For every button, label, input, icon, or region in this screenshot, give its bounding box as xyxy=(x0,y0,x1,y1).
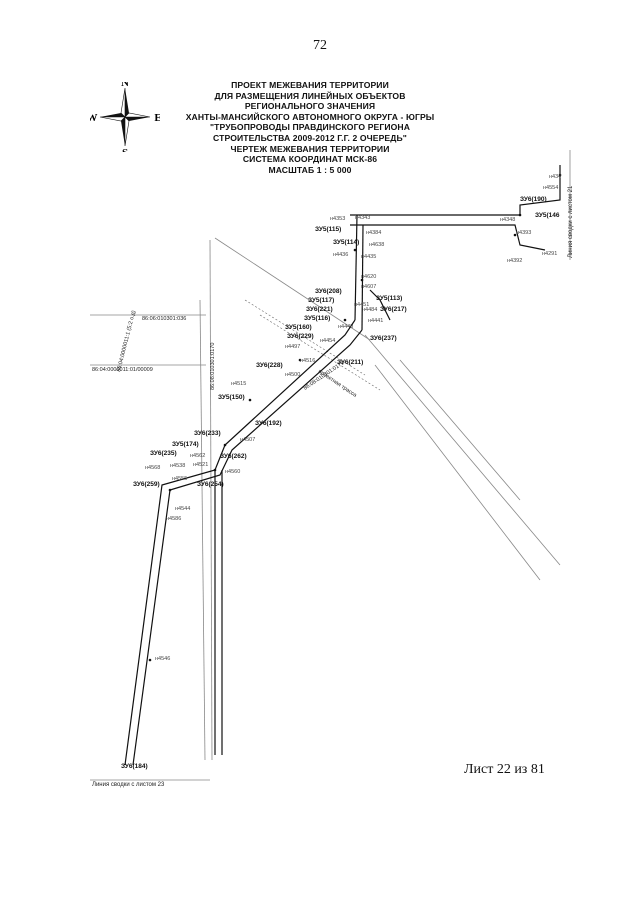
map-boundary-line xyxy=(214,237,371,341)
parcel-label: ЗУ5(114) xyxy=(333,239,359,246)
parcel-label: ЗУ6(211) xyxy=(337,359,363,366)
pipeline-corridor xyxy=(361,224,364,331)
point-label: н4500 xyxy=(285,372,300,378)
parcel-label: ЗУ5(113) xyxy=(376,295,402,302)
point-label: н4516 xyxy=(300,358,315,364)
parcel-label: ЗУ6(237) xyxy=(370,335,397,342)
point-label: н4544 xyxy=(175,506,190,512)
point-label: н4546 xyxy=(155,656,170,662)
parcel-label: ЗУ6(254) xyxy=(197,481,224,488)
point-label: н4497 xyxy=(285,344,300,350)
parcel-label: ЗУ6(228) xyxy=(256,362,283,369)
title-line: ЧЕРТЕЖ МЕЖЕВАНИЯ ТЕРРИТОРИИ xyxy=(230,143,390,154)
page-number: 72 xyxy=(313,38,327,53)
point-label: н4638 xyxy=(369,242,384,248)
title-line: ДЛЯ РАЗМЕЩЕНИЯ ЛИНЕЙНЫХ ОБЪЕКТОВ xyxy=(214,90,406,101)
point-label: н4291 xyxy=(542,251,557,257)
parcel-label: ЗУ6(221) xyxy=(306,306,333,313)
parcel-label: ЗУ5(174) xyxy=(172,441,199,448)
parcel-label: ЗУ6(190) xyxy=(520,196,547,203)
cadastral-label: проектная трасса xyxy=(317,369,358,400)
map-dashed-line xyxy=(244,299,366,376)
parcel-label: ЗУ6(235) xyxy=(150,450,177,457)
point-label: н4554 xyxy=(543,185,558,191)
parcel-label: ЗУ6(192) xyxy=(255,420,282,427)
compass-w-label: W xyxy=(90,112,98,124)
point-label: н4560 xyxy=(225,469,240,475)
compass-e-label: E xyxy=(154,112,160,124)
point-label: н4343 xyxy=(355,215,370,221)
pipeline-corridor xyxy=(124,319,356,766)
pipeline-corridor xyxy=(350,165,561,216)
point-label: н4451 xyxy=(354,302,369,308)
point-label: н4441 xyxy=(368,318,383,324)
compass-n-label: N xyxy=(121,82,129,89)
title-line: СТРОИТЕЛЬСТВА 2009-2012 Г.Г. 2 ОЧЕРЕДЬ" xyxy=(213,132,407,143)
pipeline-corridor xyxy=(354,214,358,321)
point-label: н4435 xyxy=(361,254,376,260)
title-line: РЕГИОНАЛЬНОГО ЗНАЧЕНИЯ xyxy=(244,101,376,112)
map-boundary-line xyxy=(209,239,213,761)
map-boundary-line xyxy=(374,364,541,581)
point-label: н4562 xyxy=(190,453,205,459)
point-label: н4515 xyxy=(231,381,246,387)
parcel-label: ЗУ6(259) xyxy=(133,481,160,488)
parcel-label: ЗУ6(217) xyxy=(380,306,407,313)
point-label: н434 xyxy=(549,174,561,180)
title-line: СИСТЕМА КООРДИНАТ МСК-86 xyxy=(242,154,378,165)
compass-rose-icon: N S W E xyxy=(90,82,160,152)
title-line: ПРОЕКТ МЕЖЕВАНИЯ ТЕРРИТОРИИ xyxy=(231,80,389,90)
map-boundary-line xyxy=(399,359,521,501)
pipeline-corridor xyxy=(350,224,546,251)
parcel-label: ЗУ6(233) xyxy=(194,430,221,437)
title-line: "ТРУБОПРОВОДЫ ПРАВДИНСКОГО РЕГИОНА xyxy=(209,122,411,133)
parcel-label: ЗУ5(146 xyxy=(535,212,560,219)
point-label: н4384 xyxy=(366,230,381,236)
point-label: н4392 xyxy=(507,258,522,264)
parcel-label: ЗУ6(229) xyxy=(287,333,314,340)
parcel-label: ЗУ5(116) xyxy=(304,315,330,322)
pipeline-corridor xyxy=(132,329,363,766)
sheet-label: Лист 22 из 81 xyxy=(464,762,545,777)
cadastral-label: 86:04:0000011:1 (5:2 о.д) xyxy=(116,310,137,373)
parcel-label: ЗУ6(208) xyxy=(315,288,342,295)
point-label: н4607 xyxy=(361,284,376,290)
parcel-label: ЗУ5(115) xyxy=(315,226,341,233)
cadastral-label: 86:04:0000011:01/00009 xyxy=(92,367,153,373)
compass-s-label: S xyxy=(122,147,128,152)
point-label: н4454 xyxy=(320,338,335,344)
match-line-right-label: Линия сводки с листом 21 xyxy=(568,185,574,258)
point-label: н4348 xyxy=(500,217,515,223)
map-dashed-line xyxy=(259,314,381,391)
point-label: н4436 xyxy=(333,252,348,258)
map-boundary-line xyxy=(364,334,561,566)
cadastral-label: 86:08:010301:0170 xyxy=(210,343,216,390)
point-label: н4484 xyxy=(362,307,377,313)
drawing-title: ПРОЕКТ МЕЖЕВАНИЯ ТЕРРИТОРИИ ДЛЯ РАЗМЕЩЕН… xyxy=(160,80,460,175)
point-label: н4586 xyxy=(166,516,181,522)
point-label: н4353 xyxy=(330,216,345,222)
pipeline-corridor xyxy=(369,289,391,321)
point-label: н4568 xyxy=(145,465,160,471)
point-label: н4521 xyxy=(193,462,208,468)
map-boundary-line xyxy=(199,299,206,761)
point-label: н4448 xyxy=(338,324,353,330)
match-line-bottom-label: Линия сводки с листом 23 xyxy=(92,782,165,788)
parcel-label: ЗУ5(117) xyxy=(308,297,334,304)
parcel-label: ЗУ5(160) xyxy=(285,324,312,331)
cadastral-label: 86:06:010301:036 xyxy=(142,316,186,322)
point-label: н4620 xyxy=(361,274,376,280)
title-line: ХАНТЫ-МАНСИЙСКОГО АВТОНОМНОГО ОКРУГА - Ю… xyxy=(185,111,435,122)
point-label: н4555 xyxy=(172,476,187,482)
parcel-label: ЗУ6(262) xyxy=(220,453,247,460)
point-label: н4393 xyxy=(516,230,531,236)
parcel-label: ЗУ5(150) xyxy=(218,394,245,401)
title-line: МАСШТАБ 1 : 5 000 xyxy=(268,164,352,175)
point-label: н4507 xyxy=(240,437,255,443)
parcel-label: ЗУ6(184) xyxy=(121,763,148,770)
point-label: н4538 xyxy=(170,463,185,469)
